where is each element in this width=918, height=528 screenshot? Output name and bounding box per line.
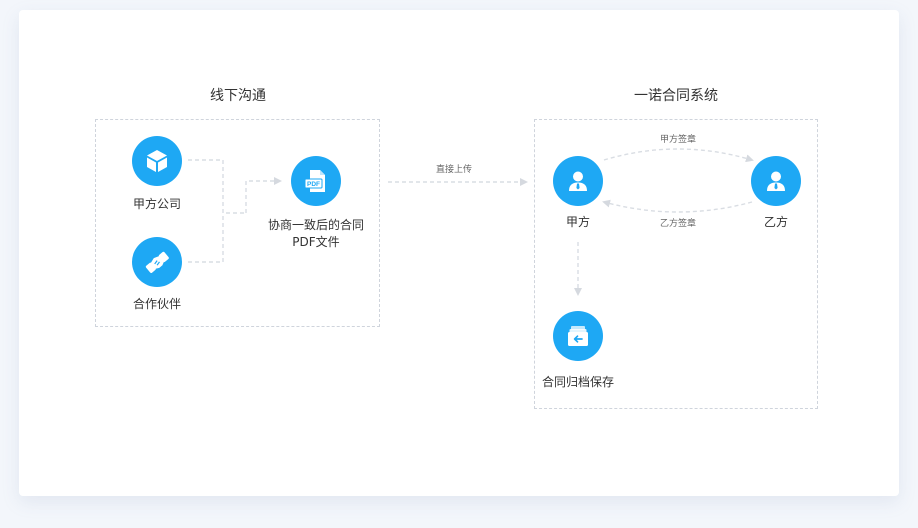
partner-node [132, 237, 182, 287]
a-to-b-arrow [603, 148, 754, 163]
b-to-a-arrow [602, 199, 753, 213]
system-section-title: 一诺合同系统 [634, 88, 718, 104]
merge-to-pdf-arrow [245, 177, 282, 213]
pdf-label-line2: PDF文件 [292, 235, 340, 249]
user-icon [767, 171, 785, 191]
party-a-company-label: 甲方公司 [132, 197, 181, 211]
party-a-company-node [132, 136, 182, 186]
system-panel [534, 119, 818, 409]
pdf-node: PDF [291, 156, 341, 206]
archive-box-icon [568, 326, 588, 346]
user-icon [569, 171, 587, 191]
party-a-node [553, 156, 603, 206]
handshake-icon [145, 251, 169, 273]
company-connector [188, 159, 246, 214]
pdf-label-line1: 协商一致后的合同 [267, 218, 364, 232]
b-sign-edge-label: 乙方签章 [659, 219, 696, 229]
party-b-node [751, 156, 801, 206]
party-b-label: 乙方 [763, 215, 788, 229]
partner-connector [188, 213, 224, 263]
upload-edge-label: 直接上传 [435, 165, 472, 175]
partner-label: 合作伙伴 [132, 297, 181, 311]
archive-label: 合同归档保存 [541, 375, 614, 389]
offline-panel [95, 119, 380, 327]
pdf-badge-text: PDF [307, 181, 320, 188]
cube-icon [147, 150, 167, 172]
pdf-file-icon: PDF [304, 170, 325, 192]
archive-node [553, 311, 603, 361]
a-sign-edge-label: 甲方签章 [659, 135, 696, 145]
party-a-label: 甲方 [565, 215, 590, 229]
offline-section-title: 线下沟通 [210, 88, 266, 104]
